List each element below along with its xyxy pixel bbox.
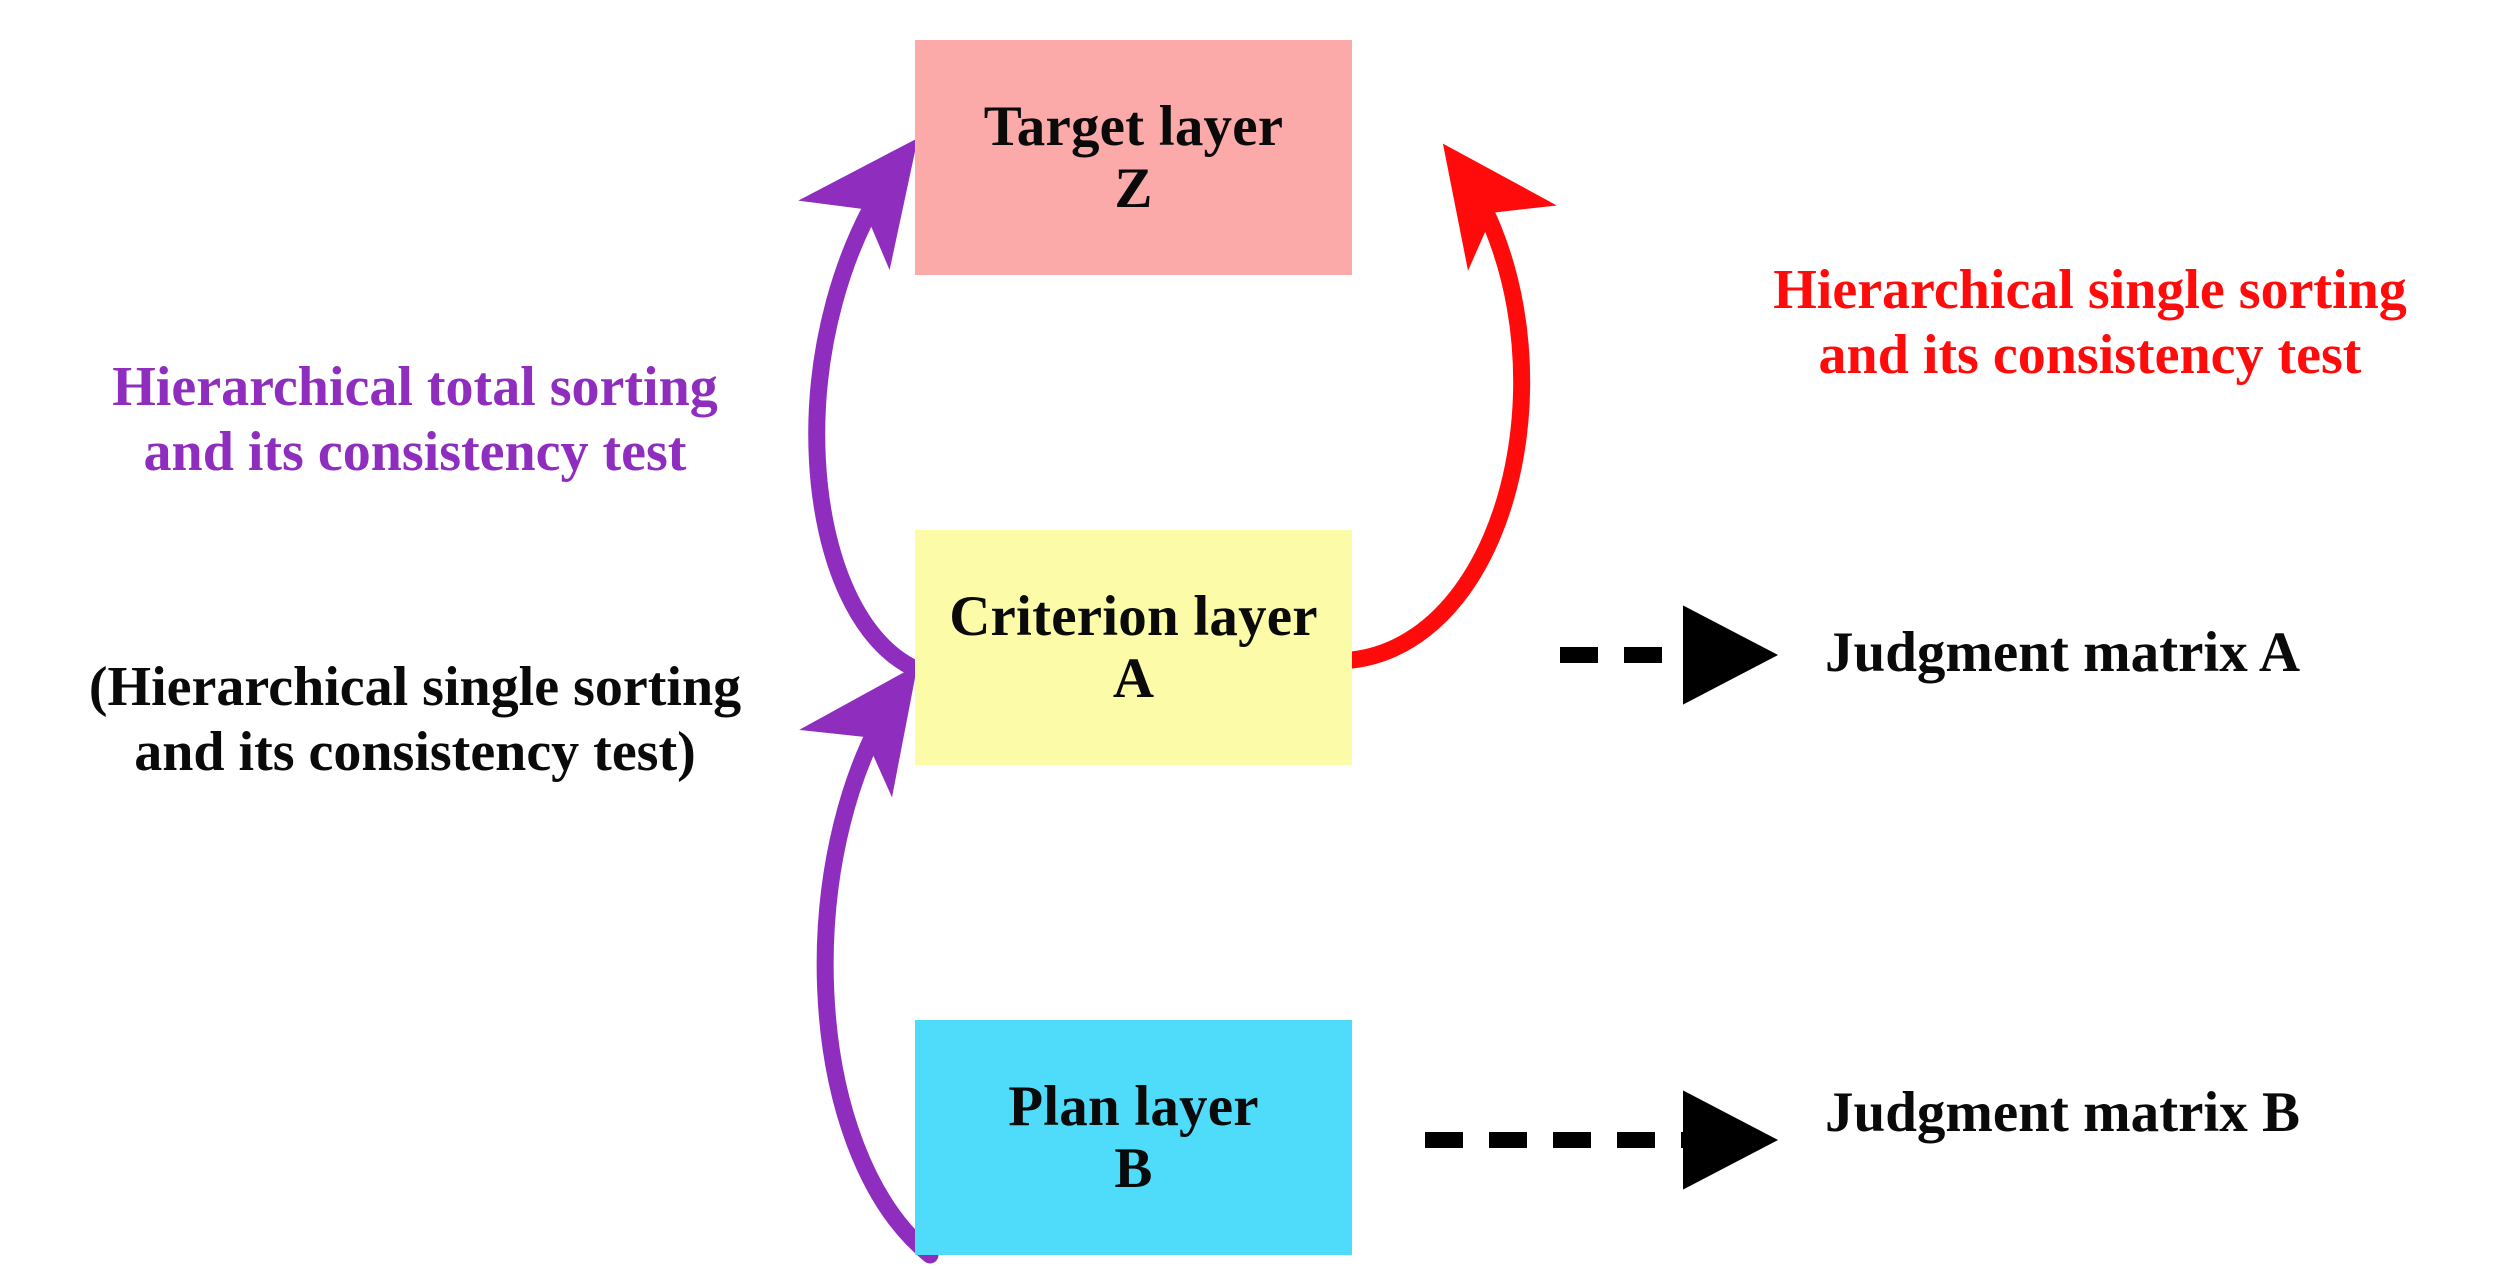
annotation-single-sorting-left-line2: and its consistency test) [134,720,696,783]
annotation-single-sorting-left-line1: (Hierarchical single sorting [88,656,742,718]
annotation-total-sorting-line2: and its consistency test [143,420,687,483]
plan-layer-symbol: B [1114,1136,1153,1200]
red-arrow-criterion-to-target [1343,143,1557,669]
criterion-layer-symbol: A [1112,646,1155,710]
annotation-single-sorting-right-line1: Hierarchical single sorting [1773,259,2407,321]
plan-layer-title: Plan layer [1008,1074,1259,1138]
annotation-total-sorting: Hierarchical total sorting and its consi… [20,355,810,485]
judgment-matrix-a-label: Judgment matrix A [1825,621,2300,684]
target-layer-title: Target layer [983,94,1284,158]
annotation-single-sorting-right: Hierarchical single sorting and its cons… [1680,258,2500,388]
target-layer-box: Target layer Z [915,40,1352,275]
plan-layer-box: Plan layer B [915,1020,1352,1255]
annotation-single-sorting-left: (Hierarchical single sorting and its con… [0,655,830,785]
criterion-layer-box: Criterion layer A [915,530,1352,765]
purple-arrow-criterion-to-target [798,138,927,679]
annotation-total-sorting-line1: Hierarchical total sorting [112,356,718,418]
annotation-single-sorting-right-line2: and its consistency test [1818,323,2362,386]
criterion-layer-title: Criterion layer [949,584,1318,648]
target-layer-symbol: Z [1114,156,1153,220]
judgment-matrix-b-label: Judgment matrix B [1825,1081,2300,1144]
